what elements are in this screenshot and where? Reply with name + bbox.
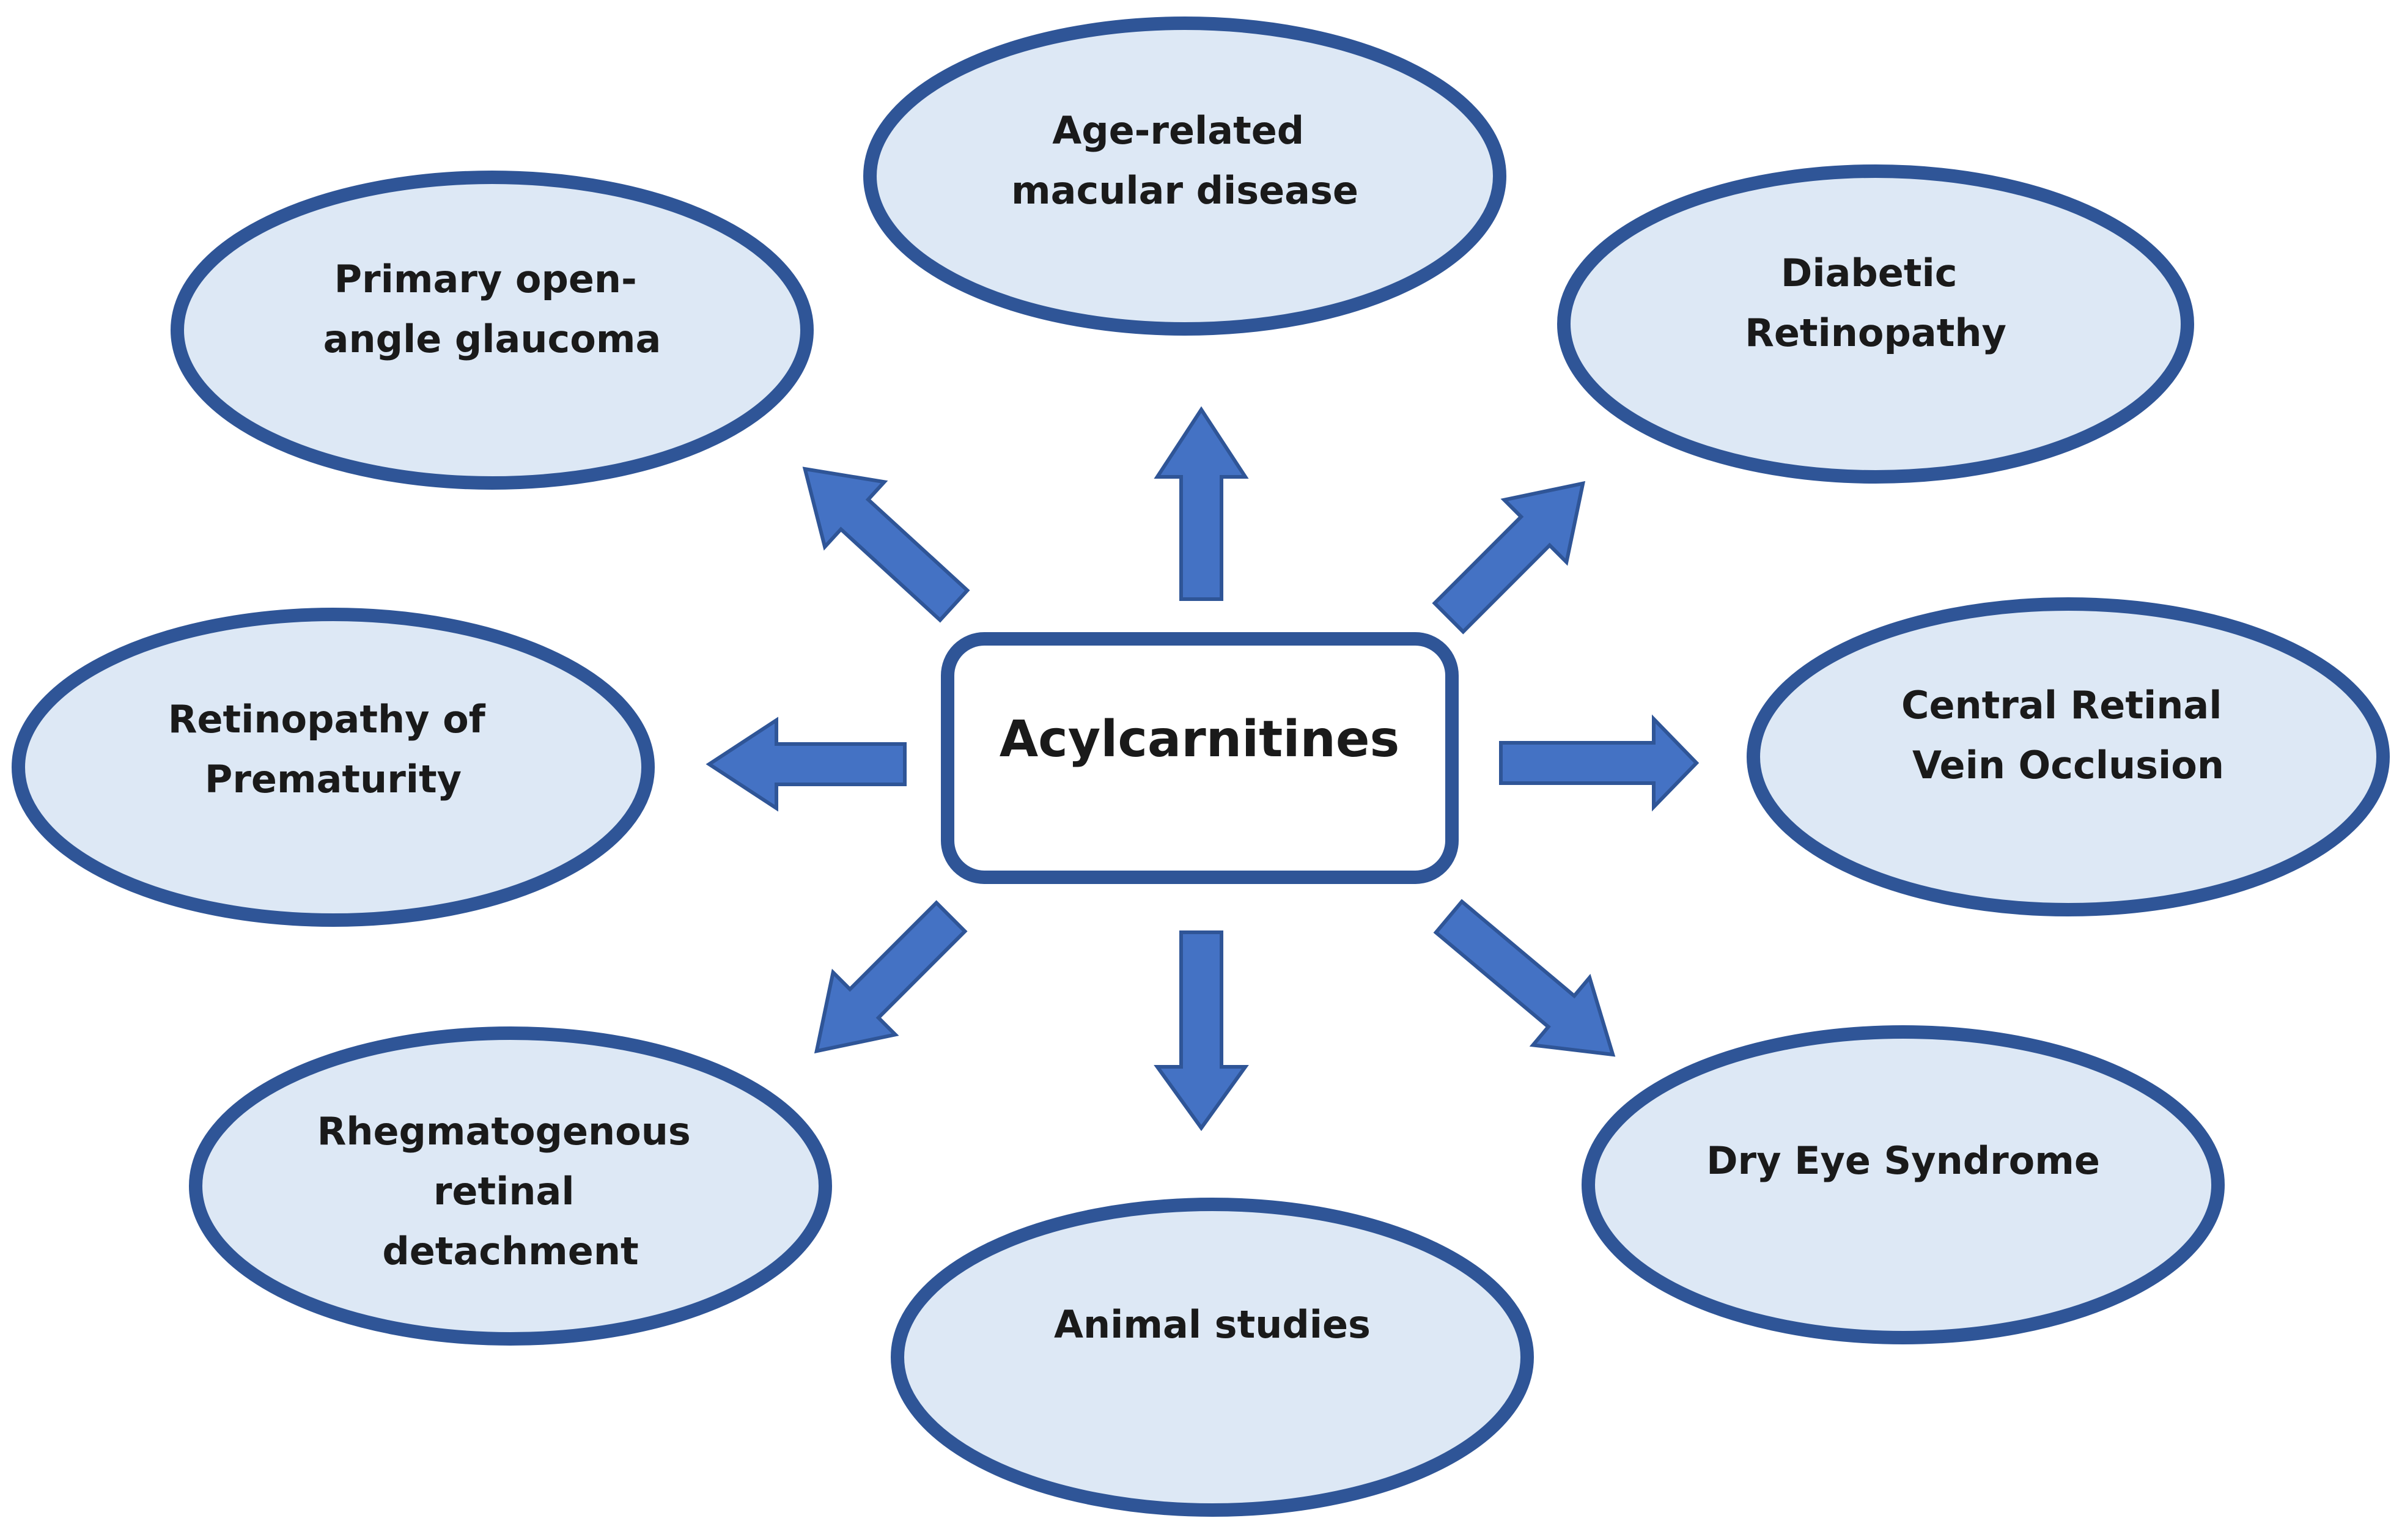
node-retinopathy-of-prematurity: Retinopathy of Prematurity [12,608,655,927]
node-label-line: Dry Eye Syndrome [1706,1138,2100,1183]
node-diabetic-retinopathy: Diabetic Retinopathy [1557,164,2194,484]
node-label-line: Retinopathy [1745,311,2006,355]
arrow-to-primary-open-angle-glaucoma [802,466,970,623]
node-label-line: Rhegmatogenous [317,1109,691,1154]
node-label-line: Primary open- [334,257,637,301]
arrow-to-diabetic-retinopathy [1432,481,1586,635]
arrow-to-central-retinal-vein-occlusion [1499,714,1700,812]
node-label-line: Age-related [1052,108,1304,153]
arrow-to-rhegmatogenous-retinal-detachment [814,900,968,1054]
node-label-line: Central Retinal [1901,683,2222,728]
arrow-to-animal-studies [1154,930,1249,1132]
node-age-related-macular-disease: Age-related macular disease [863,17,1506,336]
node-label-line: Diabetic [1781,251,1958,295]
node-central-retinal-vein-occlusion: Central Retinal Vein Occlusion [1747,597,2390,916]
node-rhegmatogenous-retinal-detachment: Rhegmatogenous retinal detachment [189,1026,832,1346]
arrow-to-dry-eye-syndrome [1433,899,1616,1057]
node-primary-open-angle-glaucoma: Primary open- angle glaucoma [171,171,814,490]
node-label-line: angle glaucoma [323,317,661,361]
svg-text:Central Retinal Vein Occ: Central Retinal Vein Occlusion [1901,683,2235,787]
node-label-line: Retinopathy of [168,697,486,742]
svg-text:Dry Eye Syndrome: Dry Eye Syndrome [1706,1138,2100,1183]
arrow-to-age-related-macular-disease [1154,406,1249,601]
svg-text:Primary open- angle glau: Primary open- angle glaucoma [323,257,661,361]
center-node: Acylcarnitines [941,632,1459,884]
svg-text:Animal studies: Animal studies [1054,1302,1371,1347]
svg-text:Retinopathy of Prematuri: Retinopathy of Prematurity [168,697,499,801]
node-label-line: macular disease [1011,168,1358,213]
svg-text:Age-related macular dise: Age-related macular disease [1011,108,1358,213]
arrow-to-retinopathy-of-prematurity [705,717,907,812]
svg-text:Rhegmatogenous retinal: Rhegmatogenous retinal detachment [317,1109,704,1273]
node-label-line: Prematurity [205,757,462,801]
center-label: Acylcarnitines [1000,710,1400,768]
node-label-line: Animal studies [1054,1302,1371,1347]
node-animal-studies: Animal studies [891,1198,1534,1517]
node-label-line: detachment [382,1229,638,1273]
svg-text:Diabetic Retinopathy: Diabetic Retinopathy [1745,251,2006,355]
node-label-line: retinal [433,1169,575,1214]
node-label-line: Vein Occlusion [1912,743,2224,787]
node-dry-eye-syndrome: Dry Eye Syndrome [1582,1025,2225,1344]
